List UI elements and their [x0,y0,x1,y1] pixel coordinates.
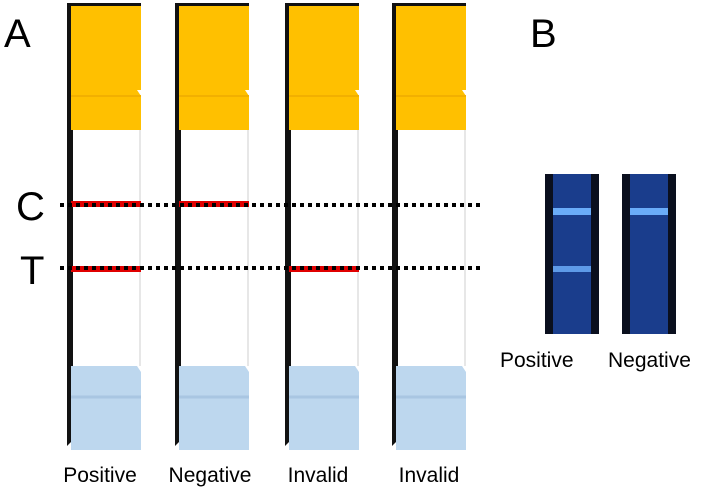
strip-label-2: Negative [168,464,252,487]
strip-4-sample-pad [396,6,466,90]
control-line-label: C [16,185,45,229]
strip-3-top-edge [285,3,359,6]
photo-label-negative: Negative [608,349,691,372]
strip-2-top-edge [175,3,249,6]
strip-3-sample-pad [289,6,359,90]
strip-1-membrane [73,130,140,366]
strip-4-conjugate-pad [396,90,466,130]
strip-3-conjugate-pad [289,90,359,130]
strip-label-4: Invalid [398,464,460,487]
strip-1-conjugate-pad [71,90,141,130]
photo-negative-control-band [630,208,668,215]
panel-b-letter: B [530,12,557,56]
strip-1-absorbent-pad [71,366,141,450]
photo-positive-strip [553,174,591,334]
strip-1-test-line [71,266,141,272]
test-line-label: T [20,249,45,293]
strip-2-absorbent-pad [179,366,249,450]
photo-positive-control-band [553,208,591,215]
strip-4-membrane [398,130,465,366]
panel-a-letter: A [4,12,31,56]
strip-4-top-edge [392,3,466,6]
strip-4-absorbent-pad [396,366,466,450]
strip-1-top-edge [67,3,141,6]
photo-positive-test-band [553,266,591,272]
photo-label-positive: Positive [500,349,574,372]
strip-label-3: Invalid [287,464,349,487]
strip-label-1: Positive [63,464,137,487]
strip-2-sample-pad [179,6,249,90]
strip-3-absorbent-pad [289,366,359,450]
strip-1-sample-pad [71,6,141,90]
strip-2-membrane [181,130,248,366]
photo-negative-strip [630,174,668,334]
strip-1-control-line [71,201,141,207]
strip-3-membrane [291,130,358,366]
strip-2-conjugate-pad [179,90,249,130]
